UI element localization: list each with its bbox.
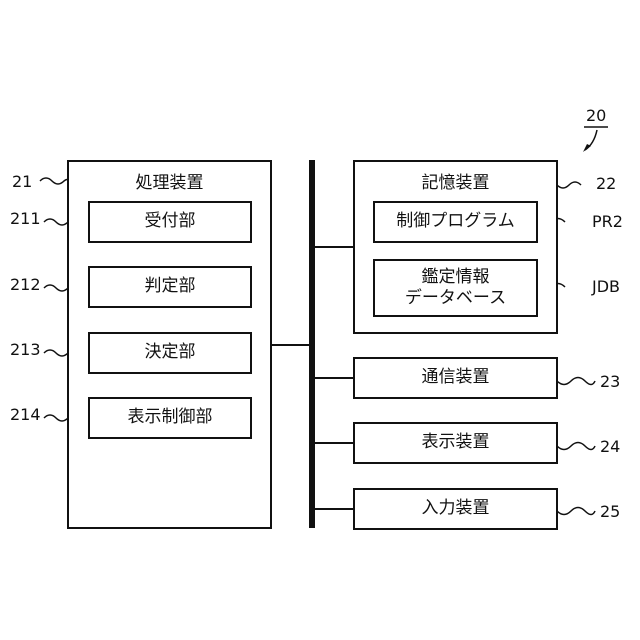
communication-device-box: 通信装置 bbox=[353, 357, 558, 399]
control-program-ref: PR2 bbox=[592, 212, 623, 231]
leader-22 bbox=[557, 182, 581, 188]
decision-unit-ref: 213 bbox=[10, 340, 41, 359]
decision-unit-label: 決定部 bbox=[145, 342, 196, 363]
display-device-box: 表示装置 bbox=[353, 422, 558, 464]
input-device-ref: 25 bbox=[600, 502, 620, 521]
communication-device-ref: 23 bbox=[600, 372, 620, 391]
leader-21 bbox=[40, 178, 68, 184]
reception-unit-ref: 211 bbox=[10, 209, 41, 228]
figure-number: 20 bbox=[586, 106, 606, 125]
display-control-unit-box: 表示制御部 bbox=[88, 397, 252, 439]
display-device-label: 表示装置 bbox=[422, 432, 490, 453]
decision-unit-box: 決定部 bbox=[88, 332, 252, 374]
processing-device-ref: 21 bbox=[12, 172, 32, 191]
judgment-unit-box: 判定部 bbox=[88, 266, 252, 308]
processing-device-title: 処理装置 bbox=[67, 168, 272, 193]
display-control-unit-label: 表示制御部 bbox=[128, 407, 213, 428]
leader-23 bbox=[557, 378, 595, 385]
control-program-label: 制御プログラム bbox=[396, 211, 515, 232]
leader-24 bbox=[557, 443, 595, 450]
appraisal-database-ref: JDB bbox=[592, 277, 620, 296]
leader-25 bbox=[557, 508, 595, 515]
input-device-label: 入力装置 bbox=[422, 498, 490, 519]
input-device-box: 入力装置 bbox=[353, 488, 558, 530]
judgment-unit-label: 判定部 bbox=[145, 276, 196, 297]
appraisal-database-label-line1: 鑑定情報 bbox=[422, 267, 490, 288]
reception-unit-box: 受付部 bbox=[88, 201, 252, 243]
judgment-unit-ref: 212 bbox=[10, 275, 41, 294]
communication-device-label: 通信装置 bbox=[422, 367, 490, 388]
storage-device-ref: 22 bbox=[596, 174, 616, 193]
appraisal-database-box: 鑑定情報 データベース bbox=[373, 259, 538, 317]
control-program-box: 制御プログラム bbox=[373, 201, 538, 243]
system-bus bbox=[309, 160, 315, 528]
reception-unit-label: 受付部 bbox=[145, 211, 196, 232]
display-device-ref: 24 bbox=[600, 437, 620, 456]
storage-device-title: 記憶装置 bbox=[353, 168, 558, 193]
display-control-unit-ref: 214 bbox=[10, 405, 41, 424]
appraisal-database-label-line2: データベース bbox=[405, 288, 506, 309]
